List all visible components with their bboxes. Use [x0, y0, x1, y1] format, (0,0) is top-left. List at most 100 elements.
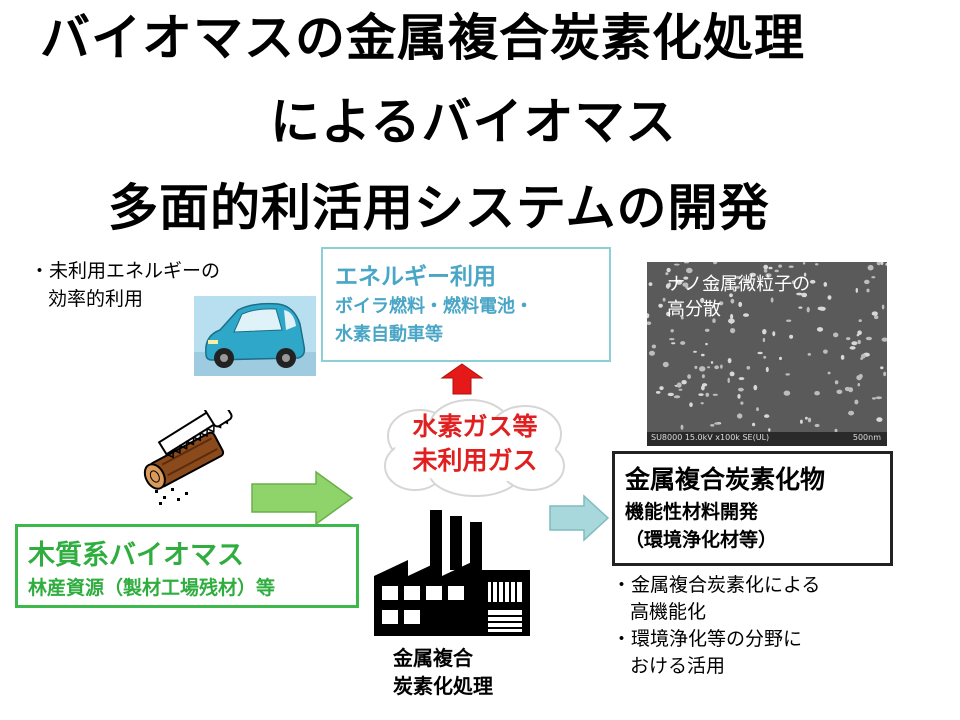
woody-biomass-title: 木質系バイオマス: [28, 540, 244, 571]
nanoparticle-dot: [857, 383, 861, 387]
green-right-arrow: [251, 470, 354, 526]
nanoparticle-dot: [746, 366, 751, 370]
nanoparticle-dot: [854, 399, 859, 405]
nanoparticle-dot: [658, 303, 663, 308]
carbonization-label-line-1: 金属複合: [393, 646, 473, 670]
micrograph-footer: SU8000 15.0kV x100k SE(UL) 500nm: [647, 432, 887, 446]
nanoparticle-dot: [770, 297, 774, 303]
nanoparticle-dot: [823, 282, 828, 287]
nanoparticle-dot: [712, 262, 718, 265]
nanoparticle-dot: [857, 330, 862, 335]
carbonization-label-line-2: 炭素化処理: [393, 674, 493, 698]
nanoparticle-dot: [651, 344, 657, 349]
nanoparticle-dot: [864, 279, 870, 285]
nanoparticle-dot: [668, 338, 675, 341]
title-line-2: によるバイオマス: [270, 93, 677, 151]
car-icon: [194, 296, 316, 376]
nanoparticle-dot: [833, 332, 839, 338]
nanoparticle-dot: [715, 281, 719, 285]
nanoparticle-dot: [762, 337, 766, 343]
nanoparticle-dot: [665, 272, 669, 276]
nanoparticle-dot: [673, 395, 681, 399]
nanoparticle-dot: [689, 402, 693, 407]
saw-log-icon: [143, 410, 233, 505]
title-line-1: バイオマスの金属複合炭素化処理: [40, 9, 805, 67]
nanoparticle-dot: [881, 304, 885, 310]
red-up-arrow: [440, 363, 484, 395]
nanoparticle-micrograph: ナノ金属微粒子の 高分散 SU8000 15.0kV x100k SE(UL) …: [647, 262, 887, 446]
unused-energy-note-line-1: ・未利用エネルギーの: [30, 260, 221, 282]
nanoparticle-dot: [667, 392, 674, 397]
nanoparticle-dot: [702, 383, 708, 387]
metal-composite-line-1: 機能性材料開発: [625, 501, 759, 523]
nanoparticle-dot: [710, 361, 714, 364]
nanoparticle-dot: [753, 384, 758, 391]
energy-use-line-1: ボイラ燃料・燃料電池・: [335, 296, 533, 317]
nanoparticle-dot: [727, 358, 732, 364]
nanoparticle-dot: [875, 396, 882, 400]
micrograph-caption: ナノ金属微粒子の 高分散: [667, 272, 810, 322]
nanoparticle-dot: [803, 272, 807, 277]
nanoparticle-dot: [670, 329, 674, 333]
nanoparticle-dot: [705, 342, 708, 346]
nanoparticle-dot: [701, 374, 705, 379]
nanoparticle-dot: [768, 428, 771, 432]
nanoparticle-dot: [647, 321, 652, 325]
nanoparticle-dot: [834, 428, 838, 433]
nanoparticle-dot: [778, 264, 782, 268]
nanoparticle-dot: [844, 386, 851, 392]
nanoparticle-dot: [846, 337, 851, 341]
nanoparticle-dot: [861, 353, 866, 359]
nanoparticle-dot: [749, 272, 756, 277]
nanoparticle-dot: [673, 263, 680, 266]
nanoparticle-dot: [786, 319, 792, 322]
nanoparticle-dot: [856, 333, 860, 337]
nanoparticle-dot: [729, 293, 733, 298]
nanoparticle-dot: [718, 301, 724, 306]
nanoparticle-dot: [678, 388, 683, 391]
nanoparticle-dot: [699, 366, 706, 372]
energy-use-box: エネルギー利用 ボイラ燃料・燃料電池・ 水素自動車等: [321, 247, 611, 362]
nanoparticle-dot: [871, 276, 876, 279]
nanoparticle-dot: [743, 313, 749, 317]
nanoparticle-dot: [659, 386, 664, 391]
metal-composite-title: 金属複合炭素化物: [625, 465, 826, 494]
nanoparticle-dot: [683, 262, 690, 264]
nanoparticle-dot: [805, 416, 808, 420]
nanoparticle-dot: [687, 374, 691, 379]
nanoparticle-dot: [666, 267, 671, 273]
energy-use-line-2: 水素自動車等: [335, 324, 443, 345]
metal-composite-carbide-box: 金属複合炭素化物 機能性材料開発 （環境浄化材等）: [612, 451, 893, 566]
nanoparticle-dot: [855, 287, 858, 293]
nanoparticle-dot: [885, 263, 887, 266]
factory-icon: [374, 510, 530, 636]
nanoparticle-dot: [772, 331, 776, 337]
nanoparticle-dot: [738, 377, 745, 381]
nanoparticle-dot: [729, 371, 735, 377]
nanoparticle-dot: [765, 273, 772, 278]
nanoparticle-dot: [851, 341, 858, 346]
nanoparticle-dot: [757, 351, 763, 355]
nanoparticle-dot: [857, 339, 861, 345]
nanoparticle-dot: [700, 297, 705, 303]
nanoparticle-dot: [740, 401, 744, 405]
nanoparticle-dot: [883, 371, 887, 377]
nanoparticle-dot: [789, 334, 794, 339]
blue-right-arrow: [549, 494, 610, 542]
nanoparticle-dot: [730, 328, 736, 334]
nanoparticle-dot: [768, 266, 773, 270]
nanoparticle-dot: [779, 356, 782, 361]
nanoparticle-dot: [880, 262, 884, 265]
nanoparticle-dot: [865, 336, 872, 341]
nanoparticle-dot: [867, 264, 874, 271]
nanoparticle-dot: [764, 414, 770, 418]
nanoparticle-dot: [693, 350, 697, 353]
nanoparticle-dot: [807, 353, 811, 356]
nanoparticle-dot: [783, 390, 791, 396]
nanoparticle-dot: [881, 337, 887, 342]
micrograph-caption-line-1: ナノ金属微粒子の: [667, 274, 811, 295]
nanoparticle-dot: [827, 371, 831, 375]
cloud-icon: [384, 399, 565, 497]
unused-energy-note-line-2: 効率的利用: [48, 288, 144, 310]
nanoparticle-dot: [802, 262, 806, 265]
